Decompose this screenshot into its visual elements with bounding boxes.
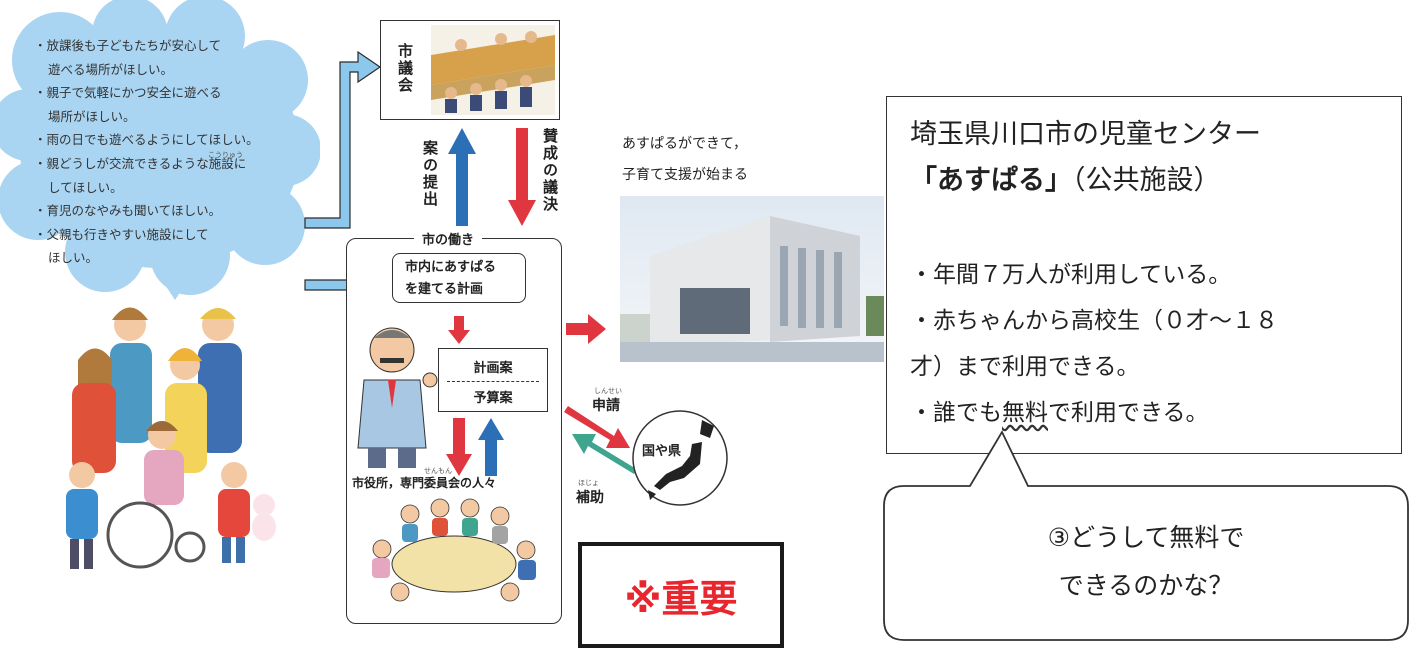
wish-line: してほしい。	[48, 179, 123, 195]
asupal-name: 「あすぱる」	[910, 165, 1072, 196]
staff-label: 市役所，専門委員会の人々	[352, 476, 497, 490]
resolution-label: 賛成の議決	[541, 128, 559, 213]
plan-line2: を建てる計画	[405, 282, 484, 297]
family-illustration	[66, 307, 276, 569]
plan-down-arrow	[448, 316, 470, 344]
resolution-arrow	[508, 128, 536, 226]
wish-line: ・育児のなやみも聞いてほしい。	[34, 203, 222, 219]
info-bullet-2a: ・赤ちゃんから高校生（０才～１８	[910, 308, 1278, 334]
subsidy-arrow	[572, 434, 638, 474]
bullet3-suffix: で利用できる。	[1048, 400, 1209, 426]
to-building-arrow	[566, 314, 606, 344]
question-text: ③どうして無料で できるのかな？	[900, 514, 1392, 610]
ruby-hojo: ほじょ	[578, 479, 599, 487]
wish-line: ・父親も行きやすい施設にして	[34, 226, 209, 242]
proposal-arrow	[448, 128, 476, 226]
info-bullet-3: ・誰でも無料で利用できる。	[910, 390, 1278, 436]
subsidy-label: 補助	[576, 490, 604, 506]
plan-budget-box: 計画案 予算案	[438, 348, 548, 412]
wish-line: 場所がほしい。	[48, 108, 136, 124]
wishes-cloud	[0, 0, 320, 300]
proposal-label: 案の提出	[421, 140, 439, 208]
support-line1: あすぱるができて，	[622, 136, 748, 152]
city-council-label: 市議会	[396, 43, 414, 94]
question-bubble-shape	[883, 430, 1409, 641]
wish-line: ・放課後も子どもたちが安心して	[34, 38, 222, 53]
wish-line: ・雨の日でも遊べるようにしてほしい。	[34, 132, 259, 148]
application-label: 申請	[592, 398, 620, 414]
wish-line: 遊べる場所がほしい。	[48, 61, 174, 77]
info-title: 埼玉県川口市の児童センター 「あすぱる」（公共施設）	[910, 112, 1261, 204]
question-line1: ③どうして無料で	[1047, 523, 1245, 552]
wish-line: ・親どうしが交流できるような施設に	[34, 155, 247, 171]
building-photo	[620, 196, 884, 362]
info-title-line2: 「あすぱる」（公共施設）	[910, 158, 1261, 204]
budget-draft: 予算案	[473, 391, 513, 406]
info-bullet-1: ・年間７万人が利用している。	[910, 262, 1232, 288]
council-illustration	[431, 25, 555, 115]
nation-pref-label: 国や県	[640, 440, 684, 459]
official-illustration	[357, 327, 438, 468]
draft-plan: 計画案	[473, 361, 513, 376]
wish-line: ・親子で気軽にかつ安全に遊べる	[34, 85, 222, 101]
info-box	[886, 96, 1402, 454]
city-work-title: 市の働き	[414, 229, 483, 248]
info-bullet-2b: 才）まで利用できる。	[910, 354, 1140, 380]
info-title-line1: 埼玉県川口市の児童センター	[910, 119, 1261, 150]
staff-down-arrow	[446, 418, 472, 476]
ruby-koryu: こうりゅう	[208, 151, 243, 159]
bullet3-prefix: ・誰でも	[910, 400, 1002, 426]
question-line2: できるのかな？	[1058, 571, 1234, 600]
wish-line: ほしい。	[48, 250, 99, 266]
staff-up-arrow	[478, 418, 504, 476]
plan-line1: 市内にあすぱる	[405, 260, 497, 275]
free-word: 無料	[1002, 400, 1048, 426]
support-line2: 子育て支援が始まる	[622, 167, 748, 183]
wishes-list: ・放課後も子どもたちが安心して 遊べる場所がほしい。 ・親子で気軽にかつ安全に遊…	[34, 34, 304, 270]
city-council-panel: 市議会	[380, 20, 560, 120]
important-label: ※重要	[624, 576, 738, 621]
public-facility: （公共施設）	[1072, 165, 1221, 196]
important-box: ※重要	[578, 542, 784, 648]
meeting-illustration	[372, 498, 536, 602]
info-bullets: ・年間７万人が利用している。 ・赤ちゃんから高校生（０才～１８ 才）まで利用でき…	[910, 252, 1278, 436]
application-arrow	[564, 406, 630, 448]
ruby-shinsei: しんせい	[594, 387, 622, 395]
support-start-text: あすぱるができて， 子育て支援が始まる	[622, 129, 748, 191]
plan-box: 市内にあすぱる を建てる計画	[392, 253, 526, 303]
plan-divider	[447, 381, 539, 382]
ruby-senmon: せんもん	[424, 467, 452, 475]
